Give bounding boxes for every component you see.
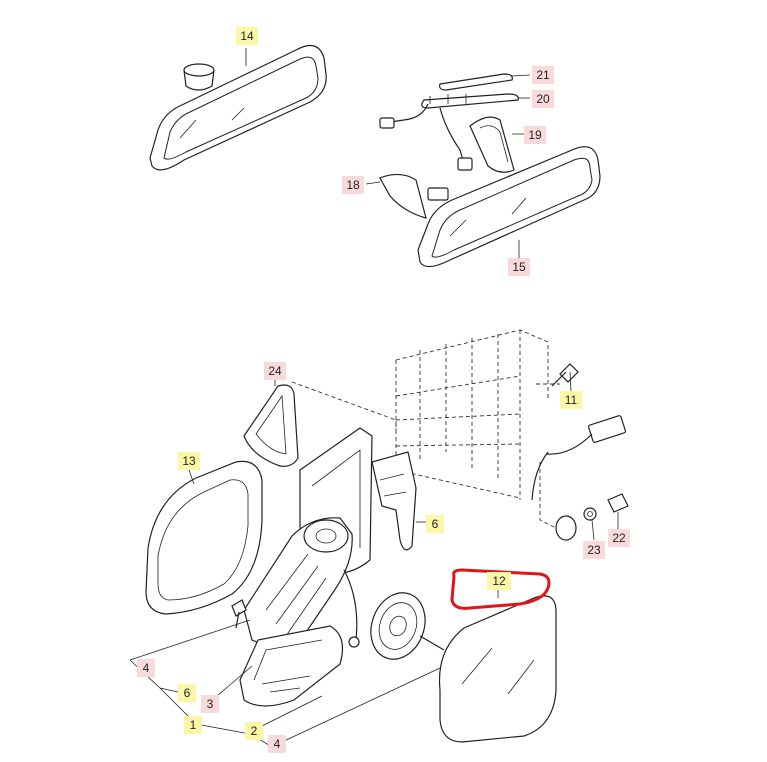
callout-12: 12 xyxy=(487,572,511,590)
cover-21[interactable] xyxy=(439,73,531,91)
callout-2: 2 xyxy=(245,722,263,740)
interior-mirror-15[interactable] xyxy=(417,146,601,268)
callout-13: 13 xyxy=(178,452,200,470)
callout-1: 1 xyxy=(184,716,202,734)
screw-left[interactable] xyxy=(231,599,247,629)
mirror-housing-13[interactable] xyxy=(145,460,263,615)
callout-14: 14 xyxy=(236,27,258,45)
screw-11[interactable] xyxy=(551,363,579,393)
callout-4-upper: 4 xyxy=(137,659,155,677)
mirror-adjuster-disc[interactable] xyxy=(362,585,445,667)
callout-19: 19 xyxy=(524,126,546,144)
bracket-6-upper[interactable] xyxy=(371,451,426,551)
callout-15: 15 xyxy=(508,258,530,276)
cover-19[interactable] xyxy=(469,116,530,173)
callout-6-upper: 6 xyxy=(426,515,444,533)
callout-22: 22 xyxy=(608,529,630,547)
callout-11: 11 xyxy=(560,391,582,409)
cap-22[interactable] xyxy=(607,493,629,530)
callout-24: 24 xyxy=(264,362,286,380)
callout-23: 23 xyxy=(583,541,605,559)
sensor-module-20[interactable] xyxy=(379,93,530,171)
lower-cover-3[interactable] xyxy=(239,625,343,707)
door-panel-outline xyxy=(291,329,560,529)
grommet-23[interactable] xyxy=(583,507,597,541)
interior-mirror-14[interactable] xyxy=(149,44,327,171)
cover-18[interactable] xyxy=(365,157,473,219)
callout-4-lower: 4 xyxy=(268,735,286,753)
callout-18: 18 xyxy=(342,176,364,194)
connector-plug[interactable] xyxy=(531,415,627,501)
callout-20: 20 xyxy=(532,90,554,108)
adjuster-motor[interactable] xyxy=(243,517,360,657)
mirror-glass-12[interactable] xyxy=(438,588,557,743)
highlight-outline-12 xyxy=(450,568,551,610)
plug-end[interactable] xyxy=(555,515,577,541)
callout-3: 3 xyxy=(201,695,219,713)
callout-6-lower: 6 xyxy=(178,684,196,702)
trim-24[interactable] xyxy=(243,380,299,467)
callout-21: 21 xyxy=(532,66,554,84)
